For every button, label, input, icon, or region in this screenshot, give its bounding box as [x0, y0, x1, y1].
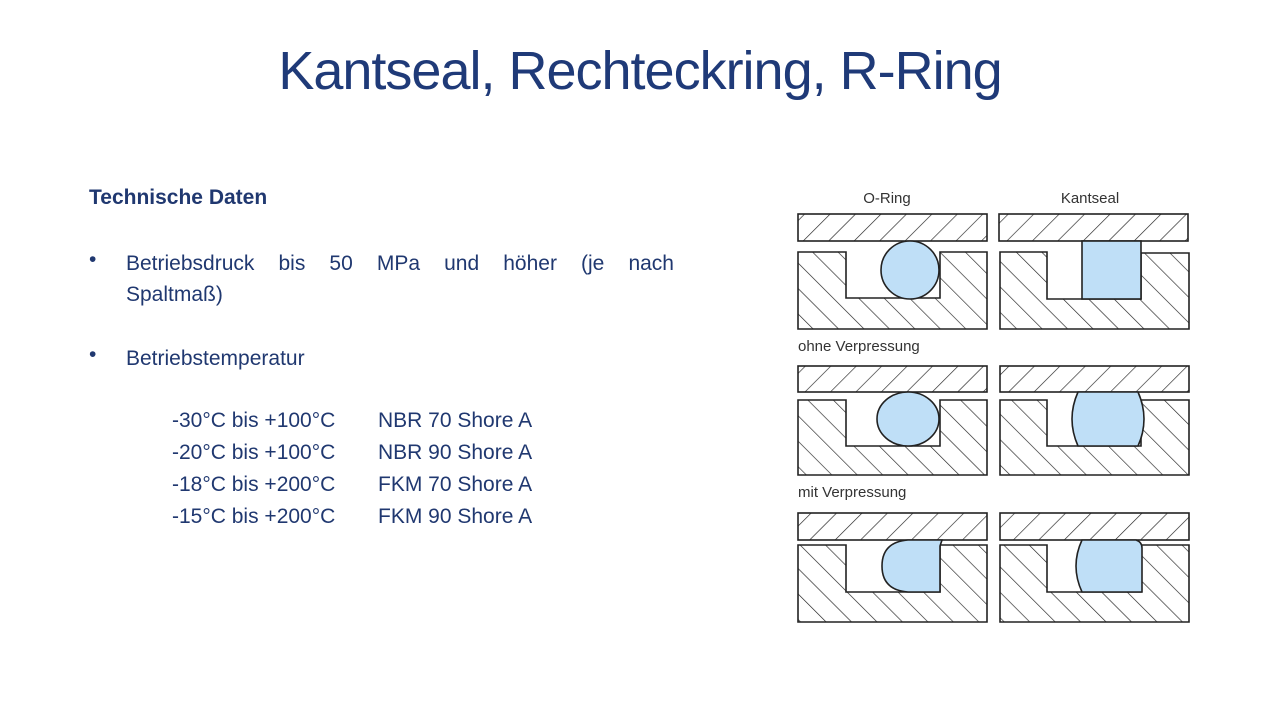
slide-title: Kantseal, Rechteckring, R-Ring [278, 41, 1002, 101]
bullet-text: Betriebsdruck bis 50 MPa und höher (je n… [126, 252, 674, 306]
bullet-item: • Betriebsdruck bis 50 MPa und höher (je… [89, 248, 674, 310]
material: NBR 70 Shore A [378, 409, 533, 432]
material: FKM 70 Shore A [378, 473, 533, 496]
temp-range: -18°C bis +200°C [172, 473, 336, 496]
housing-top [999, 512, 1190, 541]
row-label-uncompressed: ohne Verpressung [798, 338, 920, 355]
housing-top [998, 213, 1189, 242]
temperature-row: -30°C bis +100°C NBR 70 Shore A [172, 409, 532, 433]
o-ring-seal [880, 240, 940, 300]
housing-top [797, 365, 988, 393]
housing-groove [797, 399, 988, 476]
kantseal-seal [1081, 240, 1142, 300]
section-heading: Technische Daten [89, 186, 268, 209]
bullet-icon: • [89, 248, 97, 271]
temperature-row: -15°C bis +200°C FKM 90 Shore A [172, 505, 532, 529]
temp-range: -30°C bis +100°C [172, 409, 336, 432]
temperature-row: -18°C bis +200°C FKM 70 Shore A [172, 473, 532, 497]
diagram-panels [797, 213, 1190, 623]
housing-groove [797, 251, 988, 330]
temp-range: -15°C bis +200°C [172, 505, 336, 528]
o-ring-seal [876, 391, 940, 447]
housing-top [999, 365, 1190, 393]
material: FKM 90 Shore A [378, 505, 533, 528]
kantseal-seal [1071, 391, 1145, 447]
housing-top [797, 512, 988, 541]
o-ring-seal [881, 539, 944, 593]
bullet-icon: • [89, 343, 97, 366]
bullet-text: Betriebstemperatur [126, 347, 305, 370]
temperature-row: -20°C bis +100°C NBR 90 Shore A [172, 441, 532, 465]
col-label-o-ring: O-Ring [863, 190, 911, 207]
material: NBR 90 Shore A [378, 441, 533, 464]
col-label-kantseal: Kantseal [1061, 190, 1119, 207]
bullet-item: • Betriebstemperatur [89, 343, 674, 374]
housing-top [797, 213, 988, 242]
row-label-compressed: mit Verpressung [798, 484, 906, 501]
temp-range: -20°C bis +100°C [172, 441, 336, 464]
kantseal-seal [1075, 539, 1143, 593]
